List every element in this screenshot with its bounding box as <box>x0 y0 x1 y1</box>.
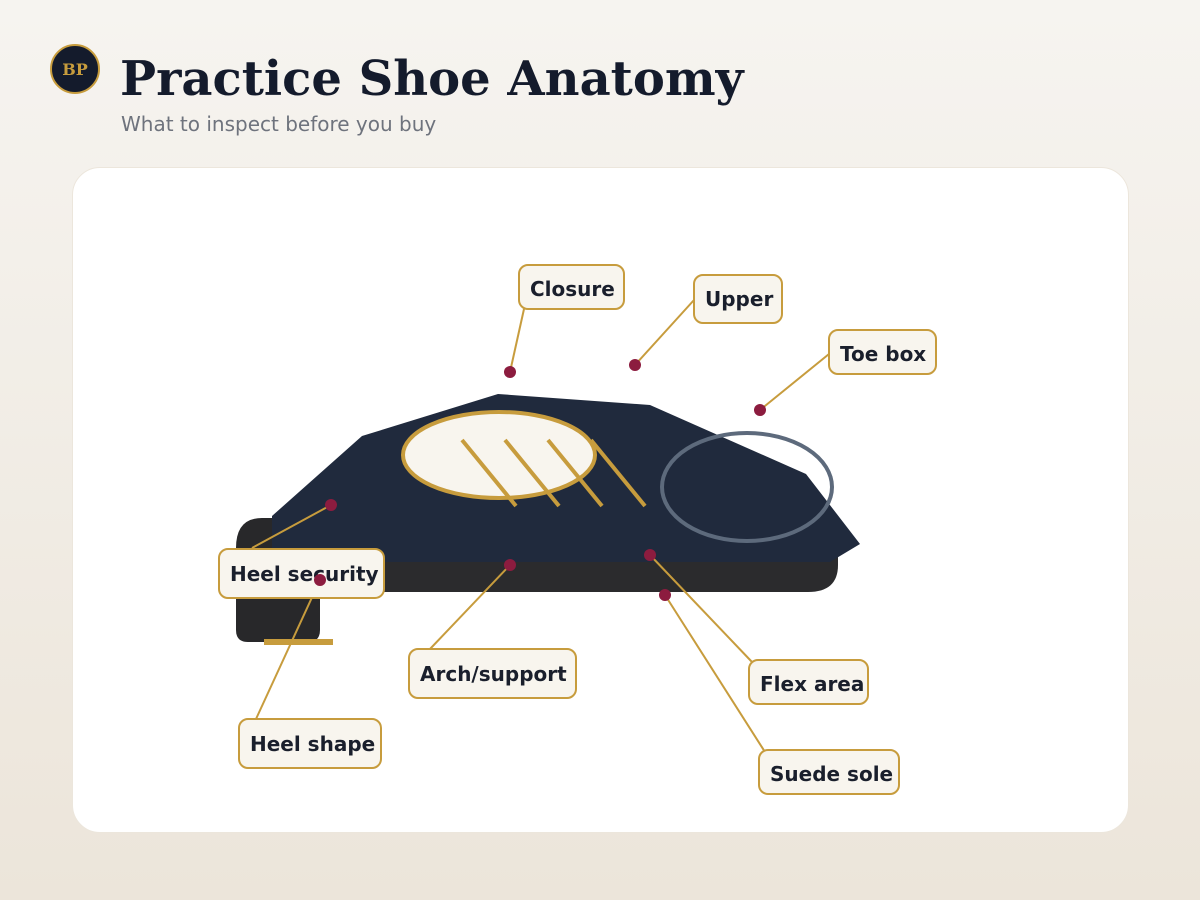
arch-support-marker <box>504 559 516 571</box>
callout-label-upper: Upper <box>705 287 773 311</box>
toe-box-outline <box>660 431 834 543</box>
suede-sole-marker <box>659 589 671 601</box>
callout-heel-shape: Heel shape <box>238 718 382 769</box>
callout-label-heel-security: Heel security <box>230 562 379 586</box>
page-subtitle: What to inspect before you buy <box>121 112 437 136</box>
lace-line <box>546 438 604 508</box>
heel-shape-marker <box>314 574 326 586</box>
laces <box>460 438 647 508</box>
page-title: Practice Shoe Anatomy <box>120 51 744 107</box>
brand-logo-text: BP <box>62 59 88 79</box>
toe-box-marker <box>754 404 766 416</box>
callout-label-closure: Closure <box>530 277 615 301</box>
marker-dots <box>325 359 766 601</box>
lace-line <box>503 438 561 508</box>
callout-closure: Closure <box>518 264 625 310</box>
arch-support-leader <box>429 564 511 650</box>
callout-suede-sole: Suede sole <box>758 749 900 795</box>
callout-flex-area: Flex area <box>748 659 869 705</box>
callout-label-flex-area: Flex area <box>760 672 864 696</box>
brand-logo: BP <box>50 44 100 94</box>
leader-lines <box>251 299 830 753</box>
upper-leader <box>634 299 695 366</box>
flex-area-marker <box>644 549 656 561</box>
callout-arch-support: Arch/support <box>408 648 577 699</box>
heel-security-marker <box>325 499 337 511</box>
callout-label-heel-shape: Heel shape <box>250 732 375 756</box>
lace-line <box>460 438 518 508</box>
callout-label-toe-box: Toe box <box>840 342 926 366</box>
closure-panel <box>401 410 597 500</box>
closure-marker <box>504 366 516 378</box>
callout-heel-security: Heel security <box>218 548 385 599</box>
callout-label-arch-support: Arch/support <box>420 662 567 686</box>
callout-upper: Upper <box>693 274 783 324</box>
closure-leader <box>509 308 525 373</box>
heel-shape-leader <box>255 579 321 720</box>
heel-tip <box>264 639 333 645</box>
callout-toe-box: Toe box <box>828 329 937 375</box>
toe-box-leader <box>759 353 830 411</box>
flex-area-leader <box>649 554 753 663</box>
upper-marker <box>629 359 641 371</box>
lace-line <box>589 438 647 508</box>
callout-label-suede-sole: Suede sole <box>770 762 893 786</box>
heel-security-leader <box>251 504 332 549</box>
suede-sole-leader <box>664 594 766 753</box>
